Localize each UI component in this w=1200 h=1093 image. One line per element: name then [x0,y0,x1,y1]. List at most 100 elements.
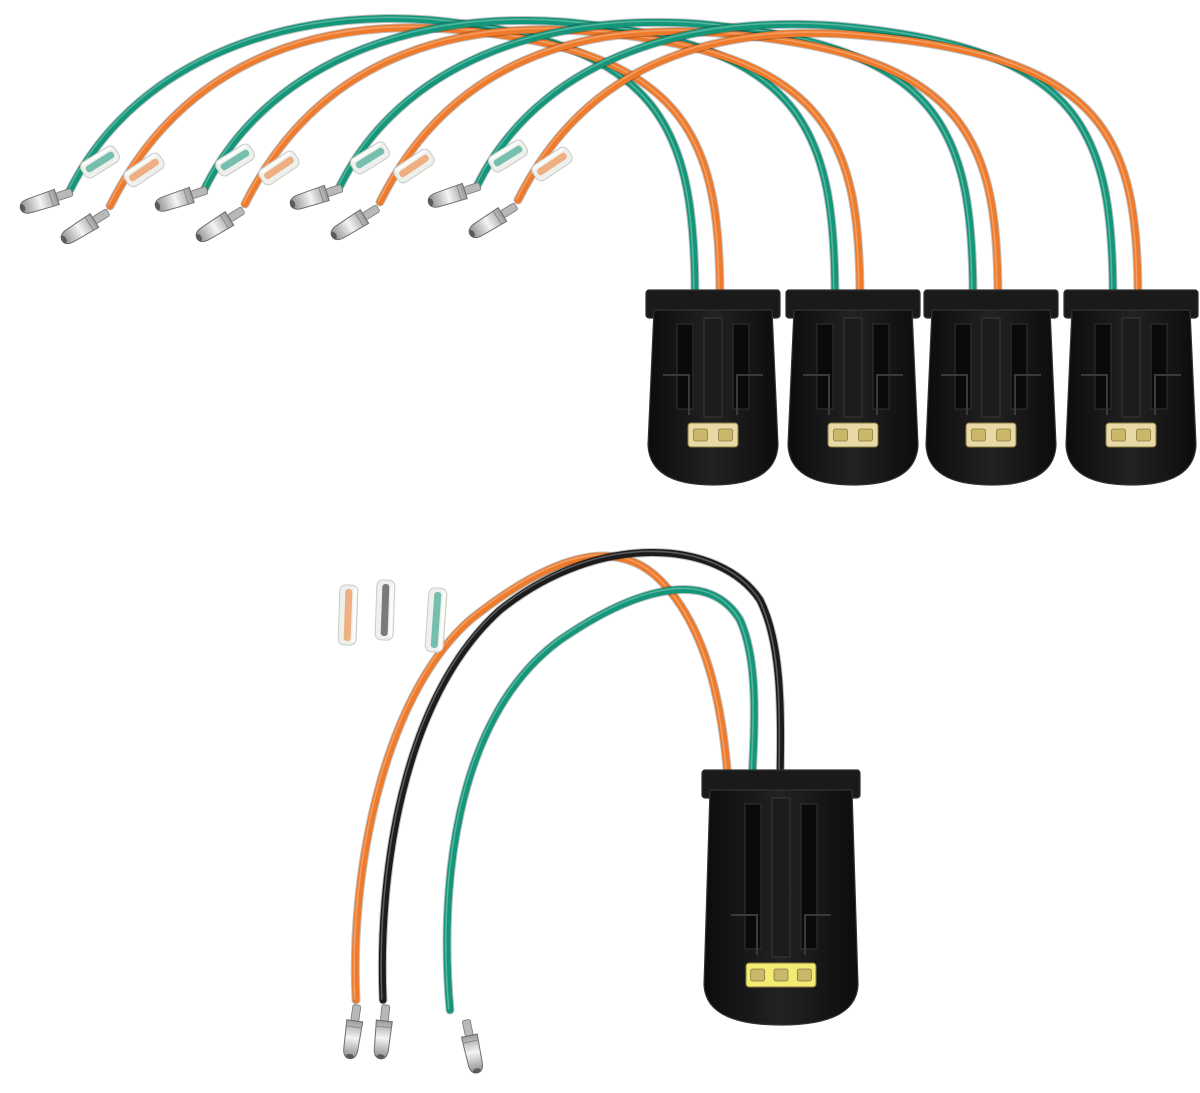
top-harness-4-wire-orange-body [514,29,1142,304]
top-harness-2-terminal-green-crimp [190,186,209,199]
bottom-connector-latch [771,797,791,958]
bottom-connector-channel-left [744,803,762,950]
bottom-harness-terminal-black-barrel [373,1019,393,1060]
top-harness-4-wire-green-body [474,20,1117,304]
heat-shrink-layer [80,139,573,653]
top-harness-1-wire-orange-body [106,24,724,304]
top-harness-3-terminal-green-ring [318,187,324,203]
bottom-harness-wire-green [442,585,759,1015]
top-connector-3-channel-right [1010,323,1028,410]
bottom-harness-wire-green-highlight [445,587,754,1010]
top-connector-1-pin-1 [693,428,708,442]
top-harness-3-wire-green [335,17,978,305]
top-harness-1-terminal-orange-ring [84,217,94,231]
bottom-harness-sleeve-green [424,587,448,653]
top-connector-2-latch [843,317,863,418]
top-harness-2-sleeve-orange-core [264,156,294,180]
bottom-connector-pin-3 [796,968,812,982]
bottom-harness-terminal-green-tip [472,1068,481,1074]
top-harness-4-wire-green-highlight [475,22,1113,300]
top-harness-2-terminal-green-barrel [154,186,195,212]
top-connector-4-latch [1121,317,1141,418]
bottom-connector-rib-right [804,914,831,955]
top-harness-1-terminal-green-barrel [19,188,60,214]
bottom-harness-wire-black-body [378,549,785,1004]
top-harness-4-sleeve-green-shine [489,140,520,161]
top-harness-1-wire-orange-highlight [107,25,720,300]
top-harness-2-sleeve-green-shine [216,144,247,165]
bottom-harness-sleeve-orange-shine [352,588,357,643]
bottom-harness-sleeve-green-shine [439,591,446,650]
bottom-harness-terminal-orange-tip [345,1053,354,1060]
top-harness-4-sleeve-orange-core [537,152,567,176]
bottom-harness-wire-orange-highlight [353,554,728,1000]
top-harness-2-wire-orange-body [241,26,864,304]
top-harness-4-wire-orange [513,28,1143,305]
bottom-harness-sleeve-black [374,579,396,641]
top-connector-1-rib-right [736,374,763,415]
top-harness-4-terminal-orange-tip [468,229,475,238]
bottom-harness-terminal-green [460,1019,483,1074]
top-harness-2-sleeve-green [215,143,255,177]
top-harness-3-sleeve-orange [393,148,435,184]
top-connector-4-pin-2 [1136,428,1151,442]
top-harness-1-sleeve-green [80,145,120,179]
bottom-harness-terminal-black-ring [376,1025,392,1029]
top-harness-4-terminal-green [427,182,482,208]
top-harness-3-wire-green-highlight [337,20,973,300]
top-harness-4-terminal-green-barrel [427,182,468,208]
top-connector-3-pin-2 [996,428,1011,442]
top-connector-4-channel-left [1094,323,1112,410]
bottom-harness-wire-orange-body [351,552,732,1004]
bottom-harness-wire-orange-outline [350,551,733,1005]
top-harness-2-terminal-green [154,186,209,212]
bottom-harness-terminal-black-tip [376,1054,385,1060]
top-harness-3-wire-orange [375,27,1003,305]
top-connector-4-rib-left [1081,374,1108,415]
top-connector-2-pin-2 [858,428,873,442]
top-connector-1-channel-left [676,323,694,410]
top-harness-1-sleeve-green-core [85,151,115,173]
top-harness-2-wire-orange [240,25,865,305]
top-harness-3-terminal-green-tip [289,200,296,208]
top-harness-3-terminal-green-barrel [289,184,330,210]
top-harness-4-sleeve-orange [531,146,573,182]
top-connector-1-pin-2 [718,428,733,442]
top-harness-4-terminal-green-crimp [463,182,482,195]
bottom-harness-terminal-orange-ring [346,1025,362,1029]
top-harness-4-wire-orange-highlight [515,31,1138,300]
top-harness-3-sleeve-green-core [355,147,385,169]
top-connector-2-rib-left [803,374,830,415]
bottom-harness-sleeve-orange [337,584,359,646]
bottom-harness-terminal-orange [343,1004,364,1060]
top-connector-4-pin-1 [1111,428,1126,442]
bottom-harness-wire-green-body [443,586,758,1014]
bottom-harness-sleeve-black-core [380,583,390,637]
bottom-harness-terminal-green-barrel [460,1033,483,1074]
top-connector-2-channel-right [872,323,890,410]
top-harness-2-terminal-orange [195,206,245,243]
top-connector-4 [1063,289,1199,486]
bottom-harness-wire-black [377,548,786,1005]
top-harness-2-terminal-green-ring [183,189,189,205]
top-harness-3-wire-green-body [336,18,977,304]
top-connector-1-channel-right [732,323,750,410]
top-harness-3-terminal-green-crimp [325,184,344,197]
top-harness-2-wire-green-body [201,16,839,304]
top-harness-2-terminal-orange-ring [219,215,229,229]
top-harness-1-sleeve-orange [123,152,165,188]
top-harness-2-terminal-green-tip [154,202,161,210]
bottom-harness-terminal-black [373,1004,393,1060]
bottom-connector [701,769,861,1026]
bottom-harness-terminal-green-ring [463,1039,479,1044]
top-connector-1-rib-left [663,374,690,415]
top-harness-1-sleeve-green-shine [81,146,112,167]
top-connector-3-channel-left [954,323,972,410]
bottom-harness-sleeve-black-shine [389,583,394,638]
top-harness-1-terminal-orange-tip [60,235,67,244]
top-harness-4-terminal-orange [468,202,518,239]
top-connector-3-rib-left [941,374,968,415]
top-harness-1-terminal-green-crimp [55,188,74,201]
top-harness-3-terminal-orange [330,204,380,241]
